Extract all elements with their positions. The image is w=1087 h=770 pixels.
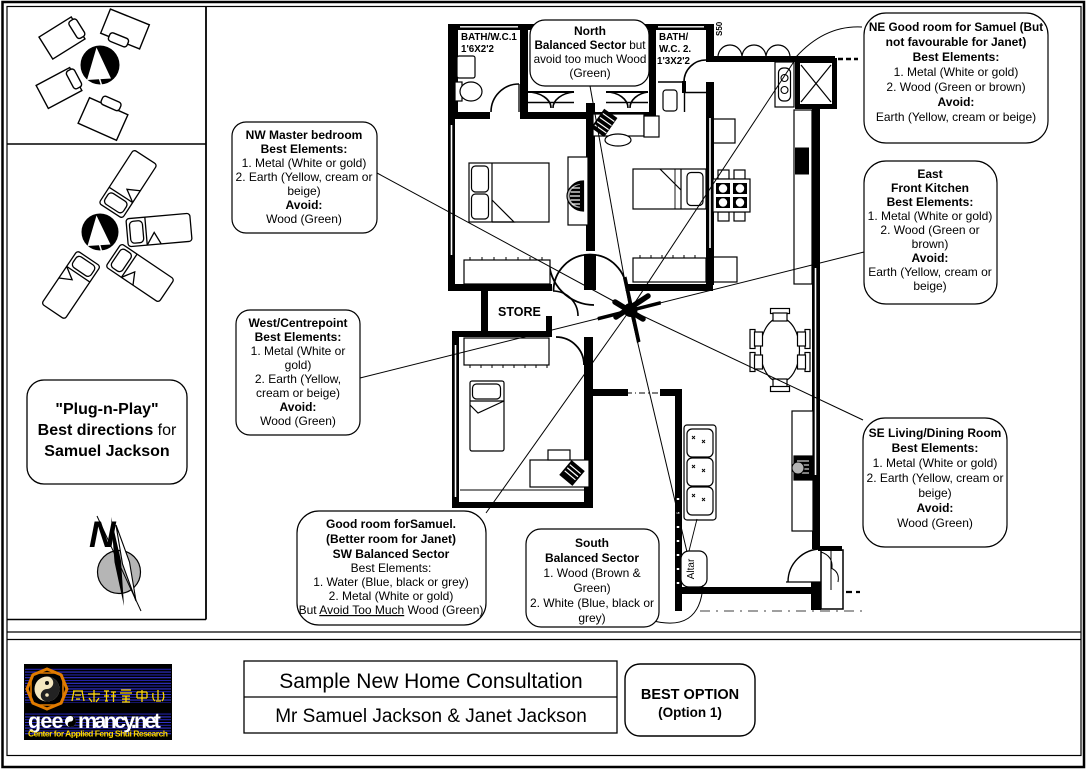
svg-text:not favourable for Janet): not favourable for Janet) — [886, 35, 1027, 49]
svg-text:Balanced Sector: Balanced Sector — [545, 551, 639, 565]
svg-text:1'6X2'2: 1'6X2'2 — [461, 44, 495, 55]
svg-text:NE Good room for Samuel (But: NE Good room for Samuel (But — [869, 20, 1043, 34]
svg-text:Avoid:: Avoid: — [286, 198, 323, 212]
svg-text:(Better room for Janet): (Better room for Janet) — [326, 532, 456, 546]
svg-text:1. Metal (White or gold): 1. Metal (White or gold) — [873, 456, 998, 470]
svg-text:W.C. 2.: W.C. 2. — [659, 44, 691, 55]
svg-text:beige): beige) — [913, 279, 946, 293]
svg-text:Good room forSamuel.: Good room forSamuel. — [326, 517, 456, 531]
svg-text:SE Living/Dining Room: SE Living/Dining Room — [869, 426, 1002, 440]
svg-text:(Green): (Green) — [569, 66, 610, 80]
svg-text:Earth (Yellow, cream or: Earth (Yellow, cream or — [868, 265, 992, 279]
svg-text:Best Elements:: Best Elements: — [255, 330, 342, 344]
svg-text:Avoid:: Avoid: — [912, 251, 949, 265]
svg-text:SW Balanced Sector: SW Balanced Sector — [333, 547, 450, 561]
svg-text:West/Centrepoint: West/Centrepoint — [248, 316, 347, 330]
svg-text:Wood (Green): Wood (Green) — [260, 414, 336, 428]
svg-text:beige): beige) — [918, 486, 951, 500]
svg-text:East: East — [917, 167, 942, 181]
svg-text:1. Metal (White or gold): 1. Metal (White or gold) — [242, 156, 367, 170]
svg-text:Sample New Home Consultation: Sample New Home Consultation — [279, 670, 582, 693]
svg-text:1. Metal (White or gold): 1. Metal (White or gold) — [868, 209, 993, 223]
svg-text:cream or beige): cream or beige) — [256, 386, 340, 400]
svg-text:mancy.net: mancy.net — [78, 709, 161, 733]
svg-text:Altar: Altar — [686, 558, 697, 579]
svg-text:BEST OPTION: BEST OPTION — [641, 687, 739, 703]
svg-text:2. Earth (Yellow, cream or: 2. Earth (Yellow, cream or — [236, 170, 373, 184]
svg-text:Center for Applied Feng Shui R: Center for Applied Feng Shui Research — [28, 729, 168, 739]
svg-text:Wood (Green): Wood (Green) — [897, 516, 973, 530]
svg-text:Avoid:: Avoid: — [280, 400, 317, 414]
svg-text:avoid too much Wood: avoid too much Wood — [534, 53, 647, 66]
svg-text:BATH/W.C.1: BATH/W.C.1 — [461, 32, 517, 43]
svg-text:1. Water (Blue, black or grey): 1. Water (Blue, black or grey) — [313, 575, 469, 589]
svg-text:beige): beige) — [287, 184, 320, 198]
svg-text:Avoid:: Avoid: — [938, 95, 975, 109]
svg-text:Balanced Sector but: Balanced Sector but — [534, 39, 646, 52]
svg-text:gee: gee — [28, 709, 63, 733]
svg-text:Front Kitchen: Front Kitchen — [891, 181, 969, 195]
svg-text:2. White (Blue, black or: 2. White (Blue, black or — [530, 596, 654, 610]
svg-text:NW Master bedroom: NW Master bedroom — [246, 128, 363, 142]
svg-text:Best directions for: Best directions for — [38, 422, 177, 439]
svg-text:BATH/: BATH/ — [659, 32, 688, 43]
svg-text:Best Elements:: Best Elements: — [913, 50, 1000, 64]
svg-text:Best Elements:: Best Elements: — [351, 561, 432, 575]
svg-text:Wood (Green): Wood (Green) — [266, 212, 342, 226]
svg-text:1. Metal (White or: 1. Metal (White or — [251, 344, 346, 358]
svg-text:2. Wood (Green or: 2. Wood (Green or — [880, 223, 979, 237]
svg-text:2. Metal (White or gold): 2. Metal (White or gold) — [329, 589, 454, 603]
svg-text:STORE: STORE — [498, 305, 541, 319]
svg-text:Best Elements:: Best Elements: — [887, 195, 974, 209]
svg-text:gold): gold) — [285, 358, 312, 372]
svg-text:(Option 1): (Option 1) — [658, 705, 722, 720]
svg-text:"Plug-n-Play": "Plug-n-Play" — [55, 401, 158, 418]
svg-text:But Avoid Too Much Wood (Green: But Avoid Too Much Wood (Green) — [299, 603, 484, 617]
svg-text:grey): grey) — [578, 611, 605, 625]
svg-text:Avoid:: Avoid: — [917, 501, 954, 515]
svg-text:2. Wood (Green or brown): 2. Wood (Green or brown) — [886, 80, 1025, 94]
svg-text:North: North — [574, 24, 606, 38]
svg-text:Earth (Yellow, cream or beige): Earth (Yellow, cream or beige) — [876, 110, 1036, 124]
svg-text:Best Elements:: Best Elements: — [261, 142, 348, 156]
svg-text:1. Wood (Brown &: 1. Wood (Brown & — [543, 566, 640, 580]
svg-text:2. Earth (Yellow, cream or: 2. Earth (Yellow, cream or — [867, 471, 1004, 485]
svg-text:Mr Samuel Jackson & Janet Jack: Mr Samuel Jackson & Janet Jackson — [275, 706, 587, 727]
svg-text:1. Metal (White or gold): 1. Metal (White or gold) — [894, 65, 1019, 79]
svg-text:South: South — [575, 536, 609, 550]
svg-text:Samuel Jackson: Samuel Jackson — [44, 443, 169, 460]
svg-text:Best Elements:: Best Elements: — [892, 441, 979, 455]
svg-text:brown): brown) — [912, 237, 949, 251]
svg-text:S50: S50 — [715, 21, 724, 36]
svg-text:2. Earth (Yellow,: 2. Earth (Yellow, — [255, 372, 341, 386]
svg-text:1'3X2'2: 1'3X2'2 — [657, 56, 691, 67]
svg-text:Green): Green) — [573, 581, 610, 595]
